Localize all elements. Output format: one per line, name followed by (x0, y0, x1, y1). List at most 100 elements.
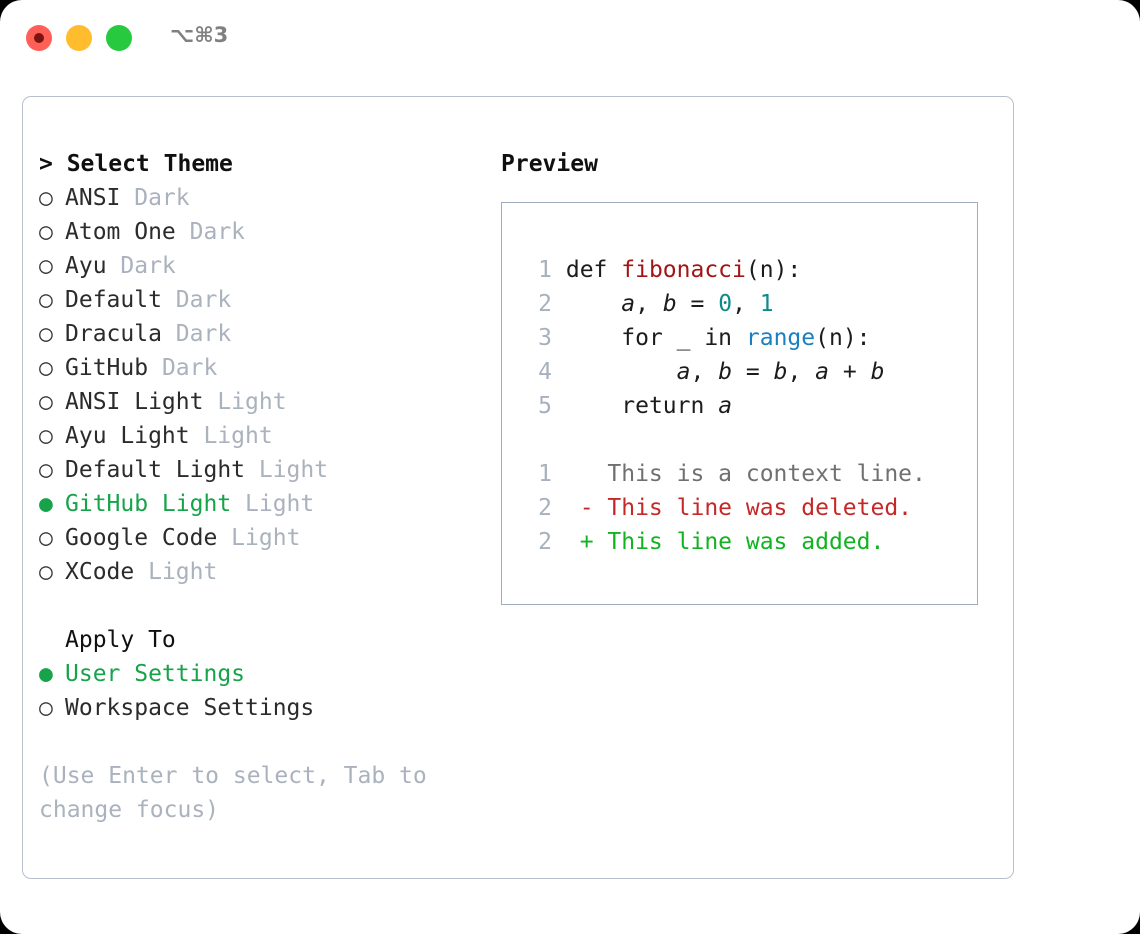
code-token: b (718, 359, 733, 385)
code-token (566, 359, 677, 385)
apply-to-section: Apply To ●User Settings○Workspace Settin… (39, 623, 469, 725)
code-token: b (773, 359, 788, 385)
diff-line-1: 2 - This line was deleted. (522, 491, 977, 525)
close-button[interactable] (26, 25, 52, 51)
theme-option-label: Default (65, 287, 162, 313)
content-panel: > Select Theme ○ANSI Dark○Atom One Dark○… (22, 96, 1014, 879)
radio-unselected-icon: ○ (39, 525, 53, 551)
code-token: a (718, 393, 733, 419)
line-number: 4 (538, 359, 552, 385)
radio-unselected-icon: ○ (39, 355, 53, 381)
line-number: 1 (538, 461, 552, 487)
theme-variant-tag: Dark (161, 321, 232, 347)
diff-line-text: - This line was deleted. (552, 495, 913, 521)
theme-option-label: Atom One (65, 219, 176, 245)
theme-variant-tag: Dark (106, 253, 176, 279)
line-number: 1 (538, 257, 552, 283)
code-line-5: 5 return a (522, 389, 977, 423)
theme-variant-tag: Dark (161, 287, 232, 313)
apply-to-option-0[interactable]: ● User Settings (39, 657, 469, 691)
theme-option-label: ANSI Light (65, 389, 204, 415)
line-number: 5 (538, 393, 552, 419)
apply-to-option-1[interactable]: ○Workspace Settings (39, 691, 469, 725)
theme-option-2[interactable]: ○ Ayu Dark (39, 249, 469, 283)
code-token: , (690, 359, 719, 385)
code-token: a (815, 359, 830, 385)
code-token: , (787, 359, 816, 385)
preview-column: Preview 1 def fibonacci(n):2 a, b = 0, 1… (501, 147, 1001, 605)
theme-variant-tag: Light (245, 457, 329, 483)
code-token: 0 (718, 291, 733, 317)
code-token: + (829, 359, 871, 385)
select-theme-header: > Select Theme (39, 151, 233, 177)
theme-option-label: ANSI (65, 185, 121, 211)
code-diff-spacer (522, 423, 977, 457)
code-token: def (565, 257, 622, 283)
preview-title: Preview (501, 151, 598, 177)
theme-variant-tag: Light (189, 423, 273, 449)
radio-unselected-icon: ○ (39, 695, 53, 721)
theme-option-3[interactable]: ○ Default Dark (39, 283, 469, 317)
radio-selected-icon: ● (39, 661, 53, 687)
theme-option-label: Ayu (65, 253, 107, 279)
code-token: (n): (745, 257, 802, 283)
diff-line-text: This is a context line. (552, 461, 926, 487)
apply-to-option-label: User Settings (65, 661, 246, 687)
theme-option-9[interactable]: ●GitHub Light Light (39, 487, 469, 521)
theme-option-8[interactable]: ○Default Light Light (39, 453, 469, 487)
theme-option-label: Dracula (65, 321, 162, 347)
code-line-1: 1 def fibonacci(n): (522, 253, 977, 287)
theme-variant-tag: Light (217, 525, 301, 551)
theme-option-6[interactable]: ○ANSI Light Light (39, 385, 469, 419)
theme-variant-tag: Light (203, 389, 287, 415)
code-token: (n): (815, 325, 871, 351)
line-number: 2 (538, 495, 552, 521)
theme-option-label: Ayu Light (65, 423, 190, 449)
theme-list[interactable]: ○ANSI Dark○Atom One Dark○Ayu Dark○Defaul… (39, 181, 469, 589)
theme-option-0[interactable]: ○ANSI Dark (39, 181, 469, 215)
code-token: fibonacci (621, 257, 746, 283)
radio-selected-icon: ● (39, 491, 53, 517)
code-token: b (662, 291, 677, 317)
code-token: = (676, 291, 719, 317)
code-token: a (676, 359, 691, 385)
code-line-2: 2 a, b = 0, 1 (522, 287, 977, 321)
apply-to-list[interactable]: ● User Settings ○Workspace Settings (39, 657, 469, 725)
diff-sample: 1 This is a context line.2 - This line w… (522, 457, 977, 559)
radio-unselected-icon: ○ (39, 559, 53, 585)
theme-variant-tag: Light (134, 559, 218, 585)
line-number: 2 (538, 529, 552, 555)
theme-option-10[interactable]: ○Google Code Light (39, 521, 469, 555)
code-token: 1 (759, 291, 774, 317)
radio-unselected-icon: ○ (39, 423, 53, 449)
theme-variant-tag: Dark (175, 219, 246, 245)
line-number: 2 (538, 291, 552, 317)
minimize-button[interactable] (66, 25, 92, 51)
theme-option-4[interactable]: ○ Dracula Dark (39, 317, 469, 351)
code-token: for _ in (565, 325, 746, 351)
theme-option-7[interactable]: ○ Ayu Light Light (39, 419, 469, 453)
radio-unselected-icon: ○ (39, 253, 53, 279)
radio-unselected-icon: ○ (39, 287, 53, 313)
line-number: 3 (538, 325, 552, 351)
code-token: , (732, 291, 760, 317)
diff-line-0: 1 This is a context line. (522, 457, 977, 491)
theme-option-label: GitHub Light (65, 491, 232, 517)
theme-option-1[interactable]: ○ Atom One Dark (39, 215, 469, 249)
radio-unselected-icon: ○ (39, 457, 53, 483)
code-token: return (565, 393, 719, 419)
radio-unselected-icon: ○ (39, 219, 53, 245)
theme-option-11[interactable]: ○XCode Light (39, 555, 469, 589)
theme-variant-tag: Dark (120, 185, 190, 211)
theme-variant-tag: Dark (148, 355, 218, 381)
code-token: range (745, 325, 816, 351)
code-line-3: 3 for _ in range(n): (522, 321, 977, 355)
code-token: = (732, 359, 774, 385)
theme-option-5[interactable]: ○GitHub Dark (39, 351, 469, 385)
code-token: b (870, 359, 885, 385)
maximize-button[interactable] (106, 25, 132, 51)
radio-unselected-icon: ○ (39, 321, 53, 347)
